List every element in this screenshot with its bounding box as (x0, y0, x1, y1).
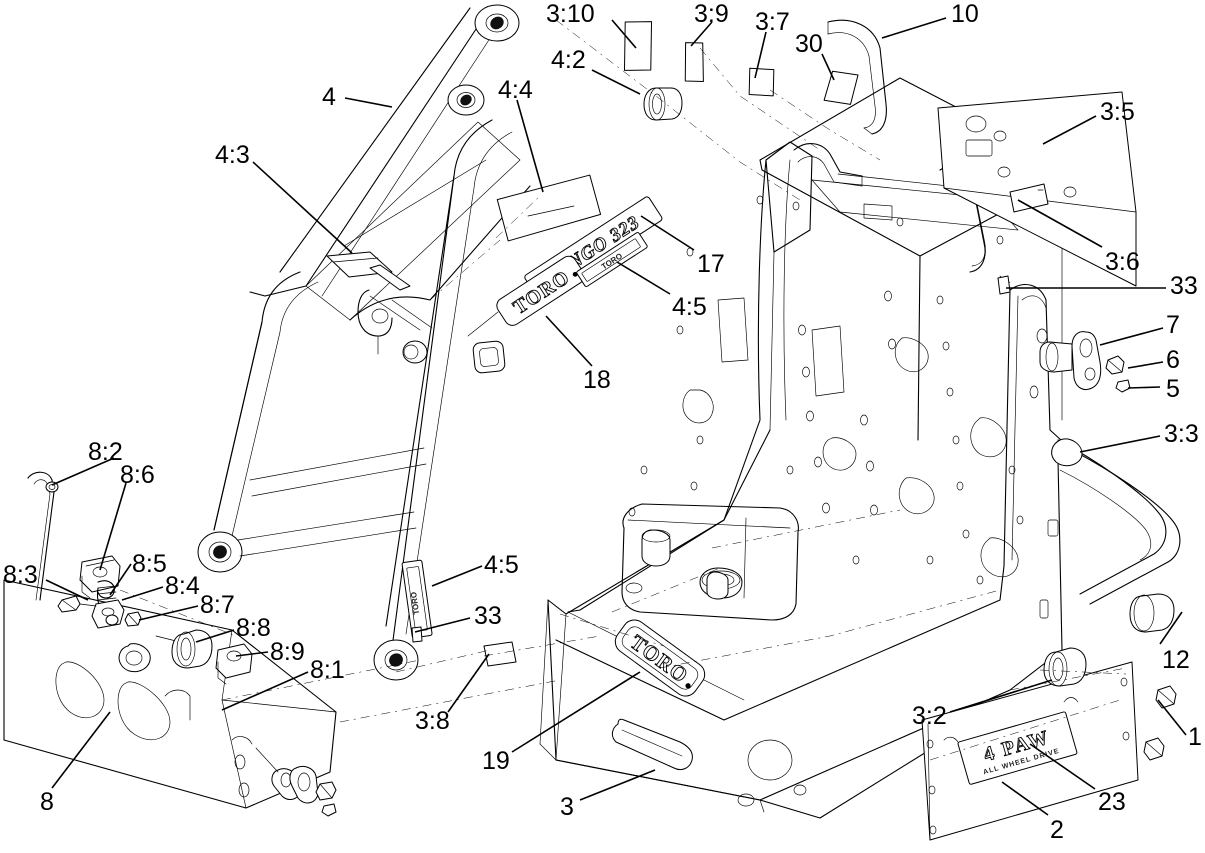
callout-label-19: 19 (482, 747, 510, 775)
callout-label-23: 23 (1098, 788, 1126, 816)
part-12-plug (1129, 593, 1175, 633)
callout-label-8-3: 8:3 (3, 561, 38, 589)
callout-label-8-1: 8:1 (310, 656, 345, 684)
part-3-8-decal (483, 641, 517, 667)
callout-label-2: 2 (1050, 816, 1064, 844)
callout-label-33: 33 (1170, 272, 1198, 300)
callout-label-3-9: 3:9 (694, 0, 729, 28)
callout-label-17: 17 (697, 250, 725, 278)
callout-label-3-10: 3:10 (546, 0, 595, 28)
callout-label-8-7: 8:7 (200, 591, 235, 619)
callout-label-3-5: 3:5 (1100, 98, 1135, 126)
part-4-2-bushing (643, 87, 683, 121)
callout-label-33: 33 (474, 602, 502, 630)
callout-label-10: 10 (951, 0, 979, 28)
loader-arm-assembly: DINGO 323 TORO TORO TORO (197, 4, 663, 681)
callout-label-7: 7 (1166, 311, 1180, 339)
callout-label-5: 5 (1166, 375, 1180, 403)
callout-label-8: 8 (40, 788, 54, 816)
callout-label-8-5: 8:5 (132, 550, 167, 578)
svg-text:TORO: TORO (409, 591, 421, 615)
callout-label-3-8: 3:8 (415, 707, 450, 735)
callout-label-8-8: 8:8 (236, 614, 271, 642)
callout-label-3-6: 3:6 (1105, 248, 1140, 276)
callout-label-30: 30 (795, 30, 823, 58)
callout-label-4-4: 4:4 (498, 76, 533, 104)
part-1-fasteners (1143, 685, 1177, 761)
callout-label-3-3: 3:3 (1164, 420, 1199, 448)
callout-label-4-5: 4:5 (672, 293, 707, 321)
callout-label-8-2: 8:2 (88, 438, 123, 466)
callout-label-4: 4 (322, 83, 336, 111)
callout-label-1: 1 (1188, 723, 1202, 751)
parts-7-6-5 (1039, 331, 1131, 393)
callout-label-3: 3 (560, 793, 574, 821)
callout-label-3-7: 3:7 (755, 8, 790, 36)
callout-label-8-6: 8:6 (120, 461, 155, 489)
callout-label-12: 12 (1162, 646, 1190, 674)
callout-label-4-5: 4:5 (484, 551, 519, 579)
callout-label-4-3: 4:3 (215, 141, 250, 169)
callout-label-4-2: 4:2 (551, 46, 586, 74)
part-3-2-bushing (1043, 647, 1087, 687)
callout-label-18: 18 (583, 366, 611, 394)
callout-label-8-9: 8:9 (270, 638, 305, 666)
callout-label-6: 6 (1166, 346, 1180, 374)
callout-label-8-4: 8:4 (165, 572, 200, 600)
part-10-handle (827, 19, 887, 135)
callout-label-3-2: 3:2 (912, 702, 947, 730)
